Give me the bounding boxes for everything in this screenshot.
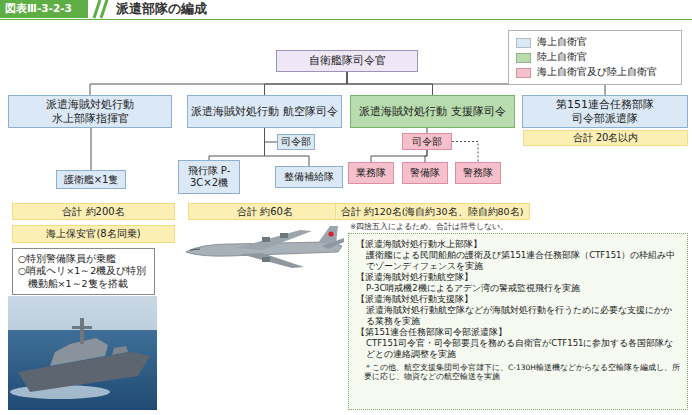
- unit-box: 派遣海賊対処行動 支援隊司令: [350, 95, 515, 128]
- unit-box: 派遣海賊対処行動 水上部隊指揮官: [8, 95, 172, 128]
- mission-heading: 【派遣海賊対処行動水上部隊】: [356, 239, 680, 250]
- node-text: ○特別警備隊員が乗艦: [18, 253, 149, 265]
- commander-box: 自衛艦隊司令官: [276, 50, 418, 72]
- node-text: 護衛艦×1隻: [60, 174, 122, 186]
- node-text: ○哨戒ヘリ×1～2機及び特別機動船×1～2隻を搭載: [18, 265, 149, 290]
- legend-item: 陸上自衛官: [516, 50, 674, 65]
- subunit-box: 整備補給隊: [275, 166, 343, 188]
- ship-mast: [80, 318, 84, 344]
- subunit-box: 警備隊: [402, 162, 448, 184]
- legend-swatch: [516, 68, 531, 78]
- ship-photo: [8, 296, 157, 410]
- coast-guard-box: 海上保安官(8名同乗): [12, 225, 175, 243]
- mission-note: 【派遣海賊対処行動水上部隊】護衛艦による民間船舶の護衛及び第151連合任務部隊（…: [348, 233, 688, 410]
- hq-box: 司令部: [402, 133, 452, 150]
- subunit-box: 業務隊: [348, 162, 394, 184]
- node-text: 整備補給隊: [279, 171, 339, 183]
- total-box: 合計 約120名(海自約30名、陸自約80名): [335, 203, 530, 220]
- aircraft-wing: [240, 253, 304, 268]
- aircraft-engine: [280, 233, 288, 238]
- aircraft-photo: [186, 226, 344, 268]
- subunit-box: 警務隊: [455, 162, 501, 184]
- photo-sky: [8, 296, 157, 410]
- node-text: 業務隊: [352, 167, 390, 179]
- aircraft-engine: [262, 257, 270, 262]
- legend-swatch: [516, 38, 531, 48]
- node-text: 合計 20名以内: [527, 132, 684, 144]
- legend-item: 海上自衛官及び陸上自衛官: [516, 65, 674, 80]
- subunit-box: 護衛艦×1隻: [56, 170, 126, 189]
- mission-heading: 【派遣海賊対処行動支援隊】: [356, 294, 680, 305]
- legend-text: 陸上自衛官: [537, 51, 587, 64]
- ship-gun: [112, 346, 128, 355]
- header-tab: [0, 0, 88, 18]
- org-connector: [265, 72, 348, 95]
- node-text: 司令部: [281, 136, 311, 147]
- aircraft-engine: [262, 237, 270, 242]
- node-text: 派遣海賊対処行動 支援隊司令: [354, 105, 511, 118]
- stripe: [101, 0, 107, 18]
- node-text: 司令部: [406, 136, 448, 148]
- total-box: 合計 約200名: [12, 203, 175, 220]
- org-connector: [452, 142, 478, 163]
- unit-box: 第151連合任務部隊 司令部派遣隊: [522, 95, 688, 128]
- org-connector: [90, 72, 347, 95]
- org-connector: [425, 150, 427, 162]
- figure-title: 派遣部隊の編成: [116, 1, 207, 18]
- node-text: 飛行隊 P-3C×2機: [182, 165, 236, 189]
- mission-text: CTF151司令官・司令部要員を務める自衛官がCTF151に参加する各国部隊など…: [356, 338, 680, 360]
- subunit-box: 飛行隊 P-3C×2機: [178, 160, 240, 194]
- legend-item: 海上自衛官: [516, 35, 674, 50]
- legend-swatch: [516, 53, 531, 63]
- header-rule: [0, 19, 692, 20]
- supplementary-note: ＊この他、航空支援集団司令官隷下に、C-130H輸送機などからなる空輸隊を編成し…: [356, 363, 680, 383]
- mission-heading: 【派遣海賊対処行動航空隊】: [356, 272, 680, 283]
- aircraft-stabilizer: [322, 238, 344, 249]
- node-text: 合計 約120名(海自約30名、陸自約80名): [339, 206, 526, 217]
- org-connector: [209, 128, 265, 160]
- node-text: 派遣海賊対処行動 航空隊司令: [191, 105, 338, 118]
- hq-box: 司令部: [277, 134, 315, 150]
- org-connector: [371, 150, 427, 162]
- legend-box: 海上自衛官陸上自衛官海上自衛官及び陸上自衛官: [508, 30, 682, 85]
- org-connector: [265, 128, 278, 142]
- aircraft-cockpit: [190, 249, 200, 250]
- aircraft-wing: [236, 230, 312, 250]
- figure-number: 図表Ⅲ-3-2-3: [5, 2, 72, 16]
- node-text: 海上保安官(8名同乗): [16, 228, 171, 240]
- node-text: 合計 約60名: [192, 206, 338, 218]
- node-text: 自衛艦隊司令官: [280, 54, 414, 67]
- footnote: ※四捨五入によるため、合計は符号しない。: [350, 222, 508, 232]
- node-text: 警務隊: [459, 167, 497, 179]
- org-connector: [91, 128, 92, 170]
- legend-text: 海上自衛官及び陸上自衛官: [537, 66, 657, 79]
- mission-heading: 【第151連合任務部隊司令部派遣隊】: [356, 327, 680, 338]
- legend-text: 海上自衛官: [537, 36, 587, 49]
- aircraft-roundel: [328, 231, 333, 236]
- ship-superstructure: [50, 338, 108, 366]
- node-text: 合計 約200名: [16, 206, 171, 218]
- node-text: 警備隊: [406, 167, 444, 179]
- header-stripes: [94, 0, 107, 18]
- mission-text: 護衛艦による民間船舶の護衛及び第151連合任務部隊（CTF151）の枠組み中でゾ…: [356, 250, 680, 272]
- node-text: 第151連合任務部隊 司令部派遣隊: [526, 98, 684, 124]
- equipment-note: ○特別警備隊員が乗艦○哨戒ヘリ×1～2機及び特別機動船×1～2隻を搭載: [12, 248, 155, 295]
- mission-text: P-3C哨戒機2機によるアデン湾の警戒監視飛行を実施: [356, 283, 680, 294]
- total-box: 合計 20名以内: [523, 130, 688, 146]
- node-text: 派遣海賊対処行動 水上部隊指揮官: [12, 98, 168, 124]
- mission-text: 派遣海賊対処行動航空隊などが海賊対処行動を行うために必要な支援にかかる業務を実施: [356, 305, 680, 327]
- unit-box: 派遣海賊対処行動 航空隊司令: [187, 95, 342, 128]
- total-box: 合計 約60名: [188, 203, 342, 220]
- stripe: [94, 0, 100, 18]
- ship-yard: [72, 326, 92, 329]
